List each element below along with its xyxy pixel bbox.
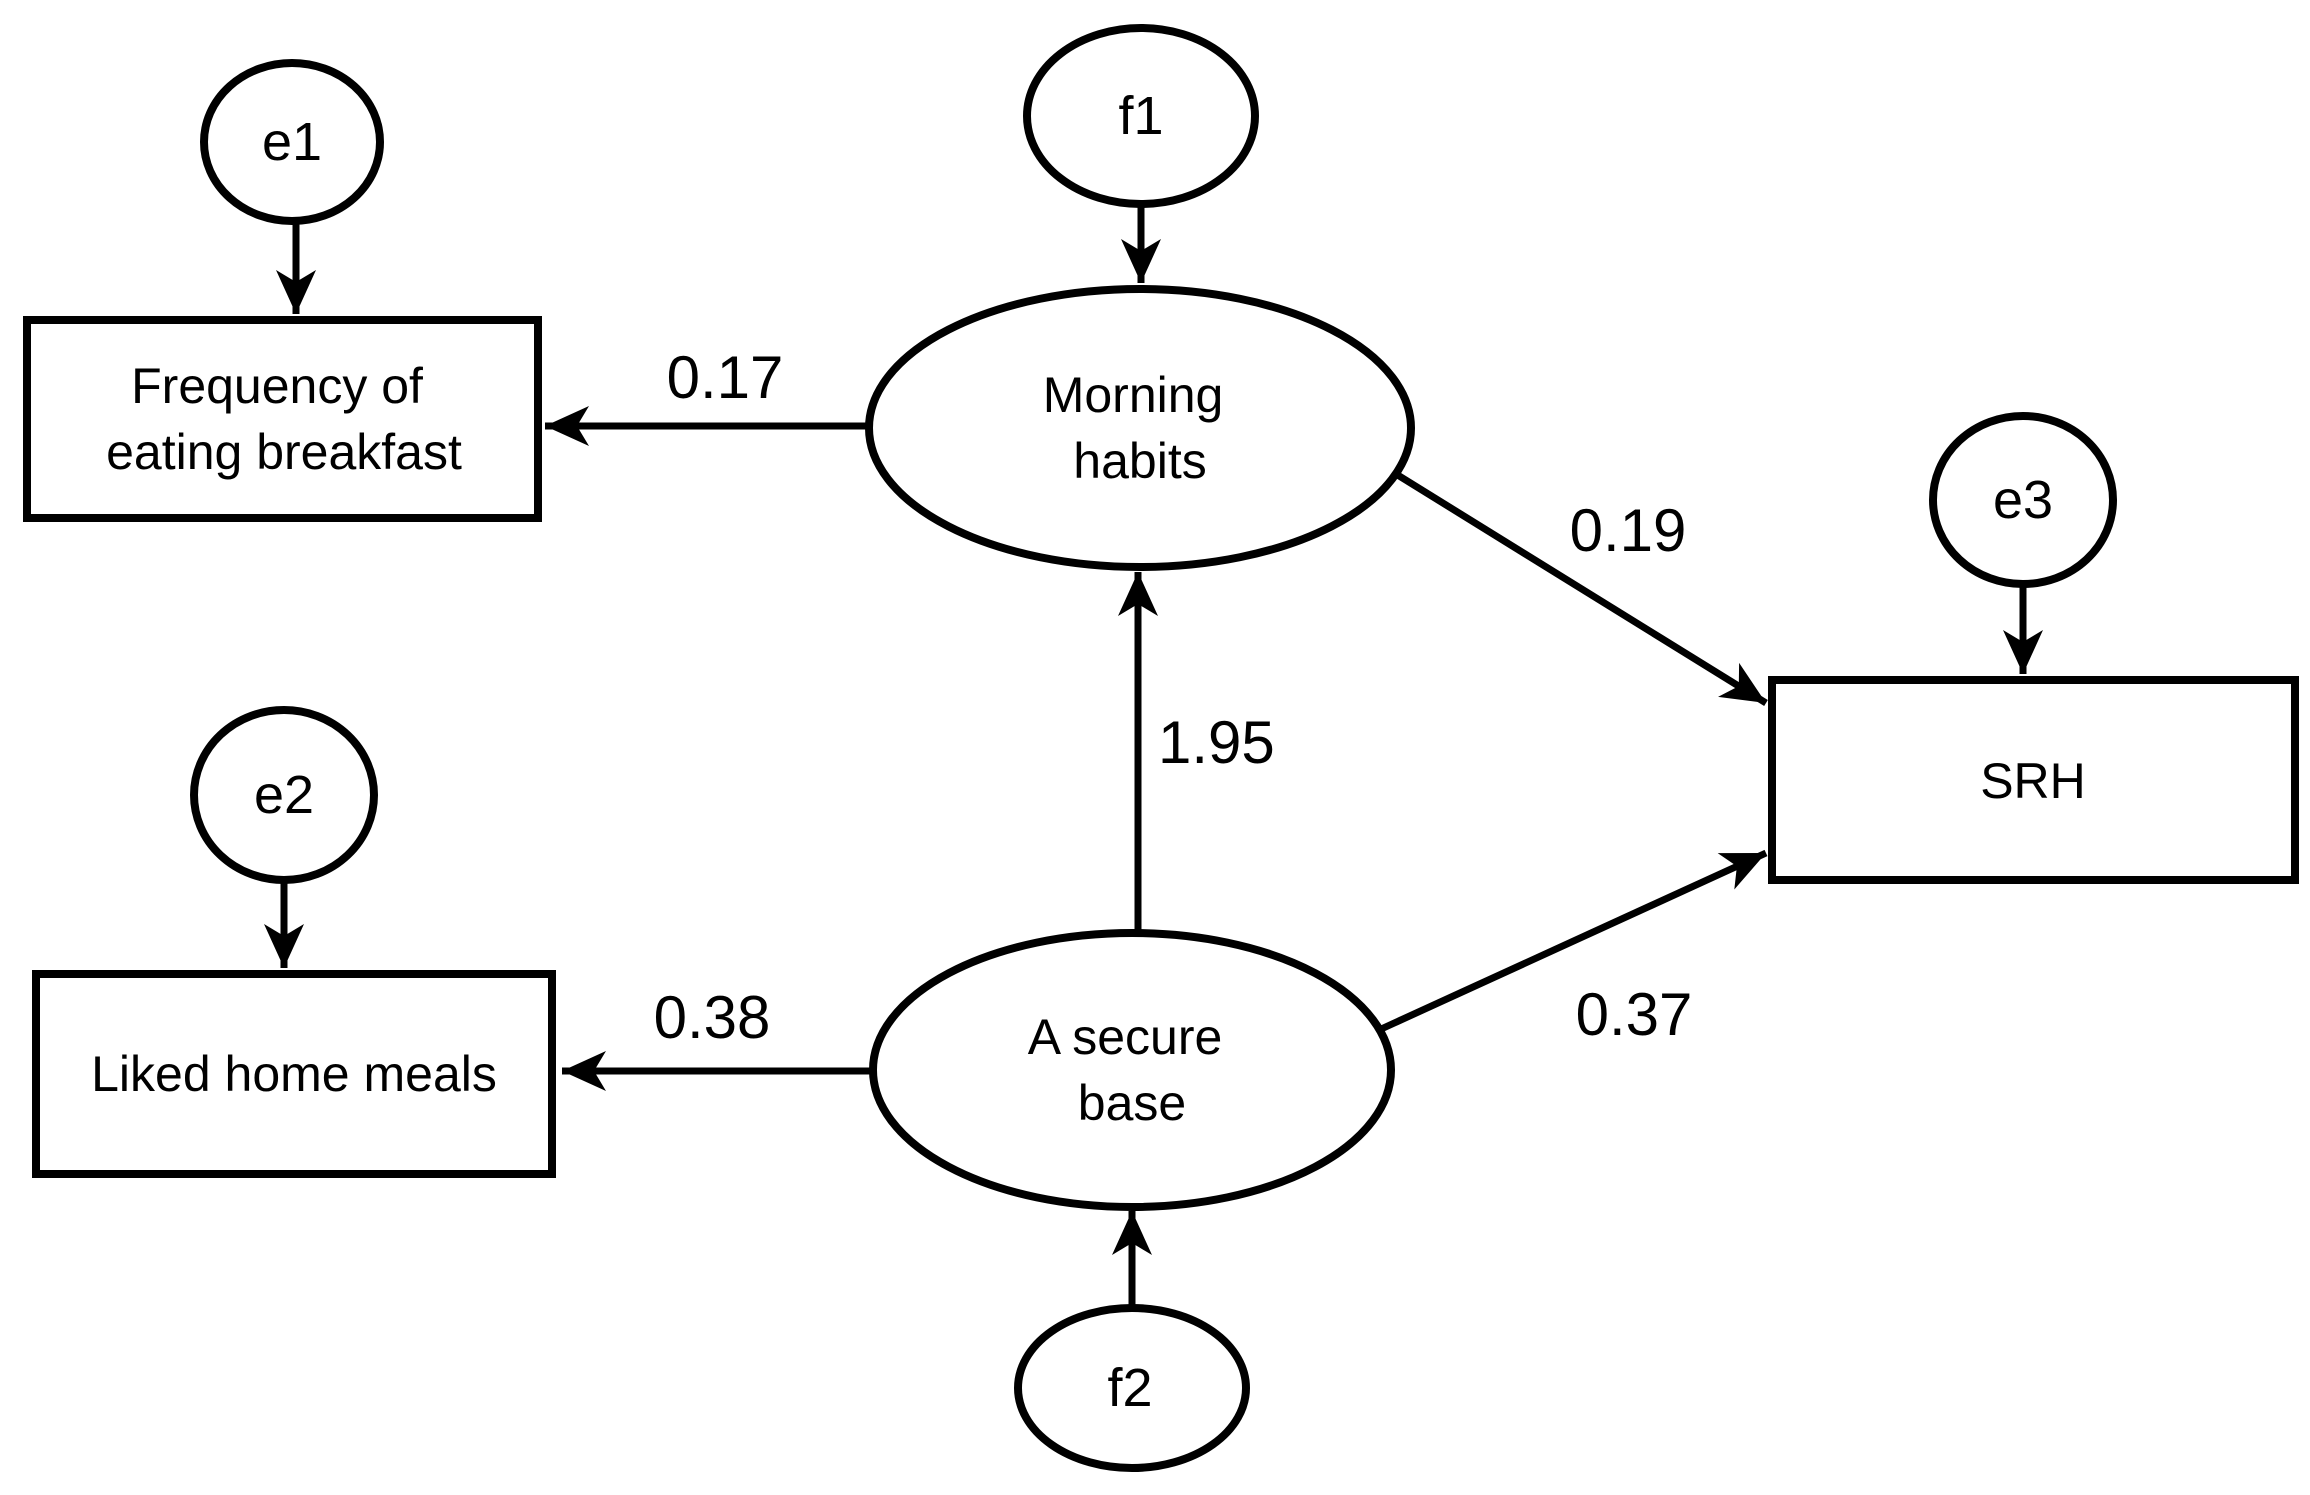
coefficient-secure-base-to-liked-home-meals: 0.38	[654, 984, 771, 1051]
secure-base-label: A secure base	[1028, 1009, 1236, 1131]
observed-frequency-breakfast: Frequency of eating breakfast	[23, 316, 542, 522]
e3-label: e3	[1993, 470, 2053, 530]
frequency-breakfast-label: Frequency of eating breakfast	[106, 358, 462, 480]
arrow-secure-base-to-srh	[1377, 849, 1768, 1034]
liked-home-meals-rect	[32, 970, 556, 1178]
f2-circle	[1014, 1304, 1250, 1472]
morning-habits-ellipse	[865, 285, 1415, 571]
morning-habits-label-line1: Morning	[1043, 367, 1224, 423]
secure-base-label-line1: A secure	[1028, 1009, 1223, 1065]
coefficient-labels: 0.17 0.19 1.95 0.38 0.37	[654, 344, 1693, 1051]
coefficient-morning-habits-to-srh: 0.19	[1570, 497, 1687, 564]
latent-morning-habits: Morning habits	[865, 285, 1415, 571]
f1-circle	[1023, 24, 1259, 208]
paths-layer	[264, 204, 2043, 1305]
arrow-morning-habits-to-srh	[1394, 471, 1768, 706]
error-term-e2: e2	[190, 706, 378, 884]
srh-label: SRH	[1980, 753, 2086, 809]
error-term-f2: f2	[1014, 1304, 1250, 1472]
morning-habits-label: Morning habits	[1043, 367, 1238, 489]
liked-home-meals-label: Liked home meals	[91, 1046, 497, 1102]
frequency-breakfast-label-line2: eating breakfast	[106, 424, 462, 480]
f1-label: f1	[1118, 86, 1163, 146]
coefficient-secure-base-to-srh: 0.37	[1576, 981, 1693, 1048]
e1-circle	[200, 59, 384, 225]
e1-label: e1	[262, 112, 322, 172]
error-term-e3: e3	[1929, 412, 2117, 588]
frequency-breakfast-label-line1: Frequency of	[131, 358, 423, 414]
observed-liked-home-meals: Liked home meals	[32, 970, 556, 1178]
morning-habits-label-line2: habits	[1073, 433, 1206, 489]
e2-label: e2	[254, 765, 314, 825]
f2-label: f2	[1107, 1358, 1152, 1418]
error-term-e1: e1	[200, 59, 384, 225]
e3-circle	[1929, 412, 2117, 588]
latent-secure-base: A secure base	[869, 929, 1395, 1211]
secure-base-ellipse	[869, 929, 1395, 1211]
secure-base-label-line2: base	[1078, 1075, 1186, 1131]
coefficient-morning-habits-to-frequency-breakfast: 0.17	[667, 344, 784, 411]
e2-circle	[190, 706, 378, 884]
frequency-breakfast-rect	[23, 316, 542, 522]
coefficient-secure-base-to-morning-habits: 1.95	[1158, 709, 1275, 776]
observed-srh: SRH	[1768, 676, 2299, 884]
srh-rect	[1768, 676, 2299, 884]
error-term-f1: f1	[1023, 24, 1259, 208]
